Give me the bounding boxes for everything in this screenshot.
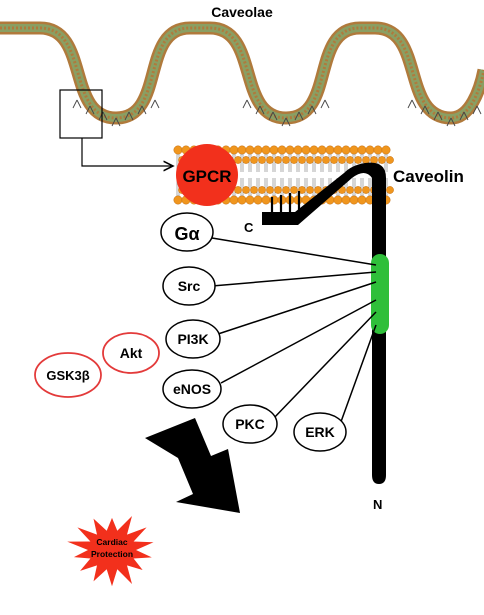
gpcr-label: GPCR — [182, 167, 231, 186]
akt-label: Akt — [120, 345, 143, 361]
caveolin-protein — [262, 162, 386, 485]
galpha-label: Gα — [174, 224, 199, 244]
zoom-box — [59, 89, 103, 139]
line-galpha — [211, 237, 377, 266]
line-src — [211, 271, 377, 287]
line-enos — [220, 299, 377, 384]
diagram-title: Caveolae — [211, 4, 273, 20]
line-erk — [337, 324, 377, 431]
erk-label: ERK — [305, 424, 335, 440]
downstream-arrow — [145, 418, 240, 513]
protein-enos: eNOS — [162, 369, 222, 409]
interaction-lines — [211, 237, 377, 431]
c-terminus-label: C — [244, 220, 254, 235]
src-label: Src — [178, 278, 201, 294]
gsk3b-label: GSK3β — [46, 368, 89, 383]
n-terminus-label: N — [373, 497, 382, 512]
line-pkc — [271, 311, 377, 421]
pi3k-label: PI3K — [177, 331, 208, 347]
scaffolding-domain — [371, 254, 389, 334]
protein-galpha: Gα — [160, 212, 214, 252]
cardiac-protection-starburst — [67, 516, 154, 587]
protein-src: Src — [162, 266, 216, 306]
caveolae-membrane — [0, 21, 484, 127]
cardiac-protection-line2: Protection — [91, 549, 133, 559]
protein-akt: Akt — [102, 332, 160, 374]
protein-erk: ERK — [293, 412, 347, 452]
protein-pi3k: PI3K — [165, 319, 221, 359]
gpcr-receptor — [176, 144, 238, 206]
caveolin-label: Caveolin — [393, 167, 464, 186]
protein-gsk3b: GSK3β — [34, 352, 102, 398]
enos-label: eNOS — [173, 381, 211, 397]
zoom-arrow — [81, 138, 173, 166]
line-pi3k — [217, 281, 377, 335]
pkc-label: PKC — [235, 416, 265, 432]
protein-pkc: PKC — [222, 404, 278, 444]
cardiac-protection-line1: Cardiac — [96, 537, 127, 547]
